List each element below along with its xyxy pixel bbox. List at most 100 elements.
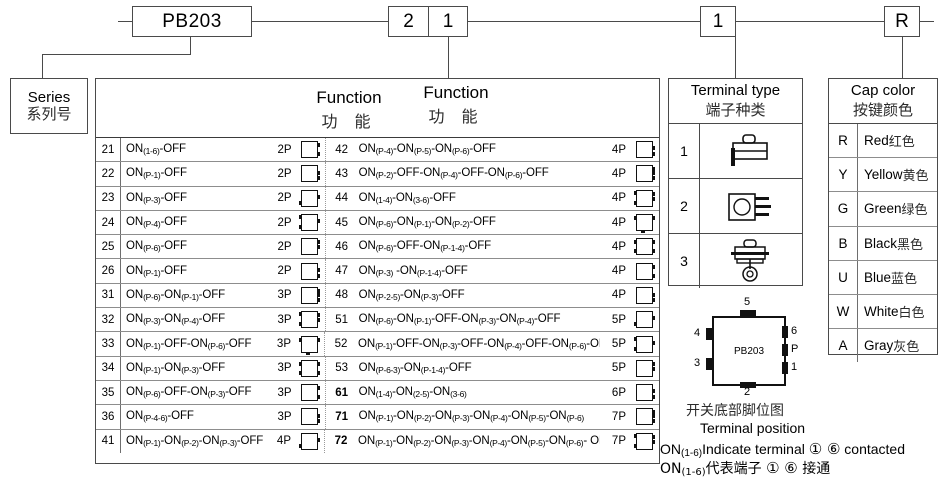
terminal-pin-mark (317, 245, 321, 250)
function-description: ON(P-1)-OFF-ON(P-3)-OFF-ON(P-4)-OFF-ON(P… (358, 337, 600, 351)
pole-count: 5P (611, 338, 626, 351)
terminal-icon-cell (629, 262, 659, 280)
terminal-pin-mark (640, 230, 645, 234)
cap-color-code: B (829, 226, 858, 260)
terminal-icon-cell (295, 384, 325, 402)
terminal-pin-mark (299, 322, 303, 327)
cap-color-name-en: Red (864, 133, 889, 149)
function-code: 45 (335, 216, 348, 229)
terminal-pin-mark (317, 395, 321, 400)
note-cn-pre: ON (660, 461, 682, 477)
cap-color-name-en: Yellow (864, 167, 903, 183)
cap-color-name-cn: 红色 (888, 135, 915, 151)
pole-count: 3P (277, 289, 292, 302)
cap-color-code-box: R (884, 6, 920, 37)
cell-divider (120, 235, 121, 259)
function-description: ON(P-1)-ON(P-2)-ON(P-3)-ON(P-4)-ON(P-5)-… (358, 434, 600, 448)
terminal-pin-mark (317, 361, 321, 366)
terminal-pin-mark (651, 439, 655, 444)
terminal-icon-cell (295, 238, 325, 256)
pole-count: 6P (611, 386, 626, 399)
terminal-pin-mark (317, 176, 321, 181)
terminal-square-icon (301, 165, 321, 183)
terminal-pin-mark (651, 410, 655, 415)
cap-color-name-cn: 蓝色 (891, 271, 918, 287)
note-contacted-cn: ON(1-6)代表端子 ① ⑥ 接通 (660, 458, 830, 478)
series-label-cn: 系列号 (26, 105, 72, 123)
function-code: 24 (101, 216, 115, 229)
function-code: 53 (335, 362, 348, 375)
note-contacted-en: ON(1-6)Indicate terminal ① ⑥ contacted (660, 440, 905, 459)
terminal-pin-mark (633, 240, 637, 245)
function-code: 25 (101, 240, 115, 253)
function-description: ON(P-3) -ON(P-1-4)-OFF (358, 264, 468, 278)
pole-count: 2P (277, 192, 292, 205)
terminal-icon-cell (629, 335, 659, 353)
note-cn-sub: (1-6) (681, 467, 706, 478)
terminal-square-icon (298, 335, 320, 355)
pinout-diagram: PB203 5 2 4 3 6 P 1 (688, 296, 808, 400)
function-description: ON(1-6)-OFF (126, 143, 186, 157)
function-code: 42 (335, 143, 348, 156)
pole-count: 7P (611, 435, 626, 448)
terminal-pin-mark (317, 219, 321, 224)
terminal-pin-mark (651, 340, 655, 345)
terminal-pin-mark (651, 389, 655, 394)
note-en-mid: Indicate terminal (702, 441, 805, 457)
pole-count: 2P (277, 167, 292, 180)
note-en-pre: ON (660, 441, 681, 457)
note-cn-mid: 代表端子 (705, 461, 762, 477)
cap-color-name-en: White (864, 304, 899, 320)
pole-count: 4P (611, 167, 626, 180)
terminal-pin-mark (317, 194, 321, 199)
terminal-icon-cell (295, 408, 325, 426)
terminal-pin-mark (299, 215, 303, 220)
cap-color-code: U (829, 260, 858, 294)
terminal-icon-cell (629, 165, 659, 183)
terminal-pin-mark (651, 167, 655, 172)
pin-label-3: 3 (694, 357, 701, 369)
terminal-pin-mark (651, 419, 655, 424)
function-header-left-en: Function (316, 88, 382, 107)
note-en-post: contacted (844, 441, 906, 457)
function-header-left: Function 功 能 (294, 88, 404, 132)
function-description: ON(P-4-6)-OFF (126, 410, 194, 424)
terminal-pin-mark (651, 240, 655, 245)
part-number-label: PB203 (162, 10, 222, 32)
function-description: ON(P-2-5)-ON(P-3)-OFF (358, 288, 465, 302)
function-code: 34 (101, 362, 115, 375)
terminal-pin-mark (317, 414, 321, 419)
cap-color-name-cn: 黑色 (897, 237, 924, 253)
cell-divider (120, 308, 121, 332)
function-description: ON(P-6)-OFF (126, 240, 187, 254)
connector-codeR-down-to-cap (902, 37, 903, 78)
terminal-pin-mark (317, 288, 321, 293)
cap-color-name-en: Gray (864, 338, 894, 354)
pole-count: 5P (611, 313, 626, 326)
terminal-icon-cell (629, 384, 659, 402)
terminal-type-table: Terminal type 端子种类 1 2 3 (668, 78, 803, 288)
terminal-square-icon (633, 238, 655, 256)
pole-count: 3P (277, 362, 292, 375)
terminal-pin-mark (651, 316, 655, 321)
terminal-pin-mark (317, 292, 321, 297)
part-number-box: PB203 (132, 6, 252, 37)
terminal-solder-lug-svg (731, 134, 768, 166)
cell-divider (120, 162, 121, 186)
function-code: 72 (334, 435, 348, 448)
terminal-icon-cell (294, 335, 324, 355)
